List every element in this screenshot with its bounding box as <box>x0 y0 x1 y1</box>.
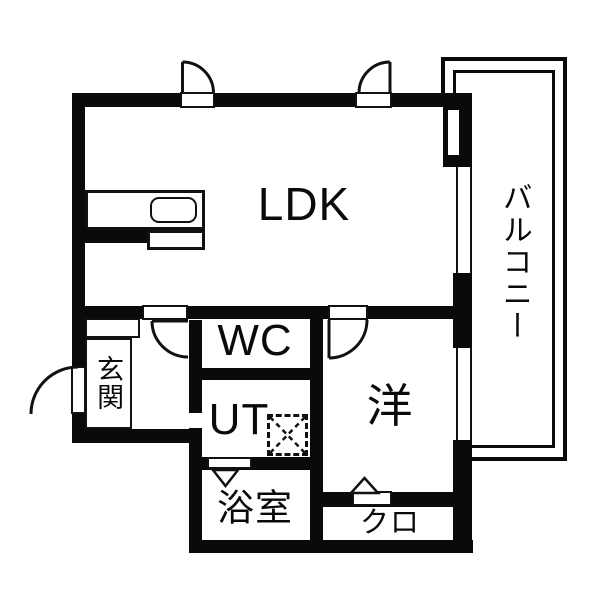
window-ldk-balcony <box>456 167 472 273</box>
balcony-sliding-door-slot <box>448 110 459 155</box>
wall-ldk-bottom-west <box>72 306 142 319</box>
room-label-balcony: バルコニー <box>497 182 531 342</box>
room-label-ut: UT <box>208 394 270 444</box>
kitchen-counter-lower <box>147 230 205 250</box>
wall-center-vertical <box>310 306 323 553</box>
door-arc-top-left <box>182 60 215 94</box>
wall-right-lower <box>453 440 472 553</box>
wall-kitchen-stub <box>83 230 147 243</box>
window-western-balcony <box>456 348 472 440</box>
wall-ldk-bottom-east <box>368 306 472 319</box>
room-label-western: 洋 <box>366 379 414 432</box>
room-label-wc: WC <box>217 315 293 365</box>
door-opening-hall-ut <box>189 413 202 428</box>
wall-top <box>72 93 472 107</box>
wall-left <box>72 93 85 443</box>
wall-ut-left-lower <box>189 428 202 553</box>
wall-entrance-bottom <box>72 429 202 443</box>
room-label-bathroom: 浴室 <box>217 487 293 529</box>
wall-right-middle <box>453 273 472 348</box>
wall-ldk-bottom-center <box>188 306 328 319</box>
bathroom-door-panel <box>207 457 252 469</box>
door-opening-top-right <box>355 92 392 108</box>
entrance-floor-step <box>85 338 132 429</box>
entrance-door-panel <box>71 366 86 414</box>
room-label-ldk: LDK <box>257 177 351 230</box>
door-arc-top-right <box>357 60 391 94</box>
door-opening-ldk-hall <box>142 305 188 320</box>
shoe-cabinet <box>85 318 140 338</box>
wall-wc-ut-divider <box>189 368 310 380</box>
door-opening-ldk-western <box>328 305 368 320</box>
kitchen-sink <box>150 197 197 223</box>
door-opening-top-left <box>180 92 215 108</box>
room-label-entrance: 玄関 <box>93 355 124 411</box>
wall-bottom <box>189 540 473 553</box>
washing-machine-space <box>267 414 308 456</box>
room-label-closet: クロ <box>359 506 421 539</box>
closet-door-panel <box>352 491 392 506</box>
wall-ut-left-upper <box>189 320 202 413</box>
